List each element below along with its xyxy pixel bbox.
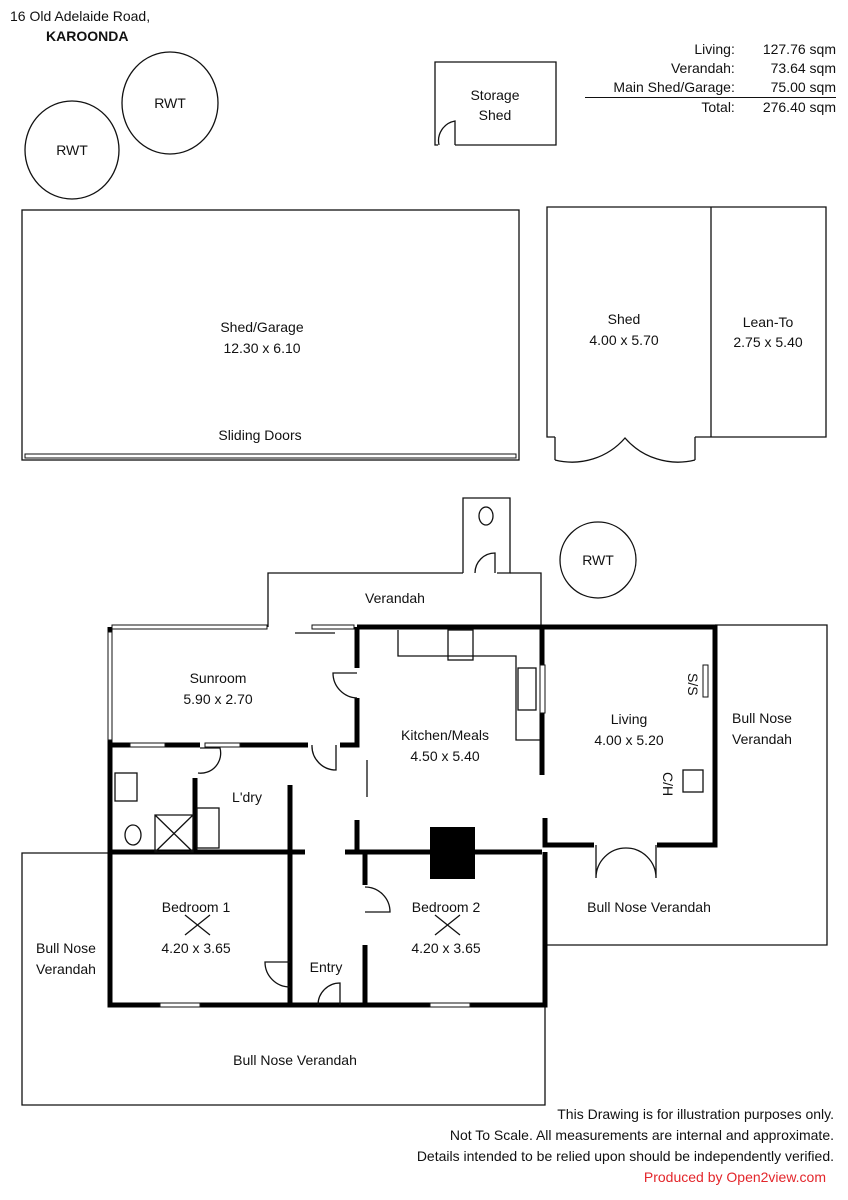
shed-garage-label: Shed/Garage: [220, 319, 303, 335]
rwt-tank-1: [24, 100, 120, 200]
area-label: Main Shed/Garage:: [585, 78, 735, 98]
ceiling-fan-icon: [434, 914, 461, 936]
area-value: 127.76 sqm: [762, 41, 836, 57]
area-label: Living:: [694, 41, 735, 57]
door-arc: [437, 120, 456, 146]
bedroom1-label: Bedroom 1: [162, 899, 231, 915]
french-doors: [595, 845, 657, 879]
shed-doors: [554, 437, 696, 463]
shed-label: Shed: [608, 311, 641, 327]
window: [111, 624, 268, 630]
verandah-label: Verandah: [36, 961, 96, 977]
ss-label: S/S: [685, 673, 701, 696]
window: [539, 664, 546, 714]
heater-icon: [682, 769, 704, 793]
area-value: 75.00 sqm: [734, 78, 836, 98]
sliding-door: [295, 632, 368, 797]
area-label: Verandah:: [670, 60, 735, 76]
rwt-tank-2: [121, 51, 219, 155]
verandah-label: Verandah: [732, 731, 792, 747]
door-arc: [332, 672, 358, 699]
storage-shed-label: Shed: [479, 107, 512, 123]
kitchen-dim: 4.50 x 5.40: [410, 748, 479, 764]
disclaimer-line: Not To Scale. All measurements are inter…: [449, 1127, 834, 1143]
storage-shed: [434, 61, 557, 146]
vanity-icon: [114, 772, 138, 802]
fireplace: [430, 827, 475, 879]
entry-label: Entry: [310, 959, 343, 975]
window: [159, 1002, 201, 1008]
sliding-doors-label: Sliding Doors: [218, 427, 301, 443]
rwt-label: RWT: [582, 552, 614, 568]
rwt-label: RWT: [56, 142, 88, 158]
outhouse: [462, 497, 511, 574]
door-arc: [474, 552, 496, 574]
laundry-tub-icon: [196, 807, 220, 849]
cooktop-icon: [447, 629, 474, 661]
toilet-icon: [124, 824, 142, 846]
bull-nose-verandah-right: [545, 624, 828, 946]
area-value: 276.40 sqm: [762, 99, 836, 115]
entry-door-arc: [317, 982, 341, 1006]
rear-verandah: [267, 572, 542, 627]
leanto-label: Lean-To: [743, 314, 794, 330]
window: [204, 742, 241, 748]
living-dim: 4.00 x 5.20: [594, 732, 663, 748]
shed-dim: 4.00 x 5.70: [589, 332, 658, 348]
sink-icon: [517, 667, 537, 711]
bedroom2-dim: 4.20 x 3.65: [411, 940, 480, 956]
verandah-label: Bull Nose Verandah: [587, 899, 711, 915]
house-walls: [107, 624, 718, 1008]
window: [311, 624, 355, 630]
address-line1: 16 Old Adelaide Road,: [10, 8, 151, 24]
shed-garage-dim: 12.30 x 6.10: [223, 340, 300, 356]
disclaimer: This Drawing is for illustration purpose…: [417, 1104, 834, 1188]
verandah-label: Bull Nose: [36, 940, 96, 956]
disclaimer-line: Details intended to be relied upon shoul…: [416, 1148, 834, 1164]
disclaimer-line: This Drawing is for illustration purpose…: [557, 1106, 834, 1122]
shed-garage: [21, 209, 520, 461]
area-label: Total:: [701, 99, 735, 115]
kitchen-bench: [397, 630, 540, 741]
window: [129, 742, 166, 748]
window: [429, 1002, 471, 1008]
toilet-icon: [478, 506, 494, 526]
bedroom1-dim: 4.20 x 3.65: [161, 940, 230, 956]
door-arc: [197, 747, 222, 774]
credit-link[interactable]: Produced by Open2view.com: [643, 1169, 826, 1185]
storage-shed-label: Storage: [470, 87, 519, 103]
verandah-label: Verandah: [365, 590, 425, 606]
verandah-label: Bull Nose: [732, 710, 792, 726]
living-label: Living: [611, 711, 648, 727]
door-arc: [264, 961, 291, 988]
address-suburb: KAROONDA: [46, 28, 129, 44]
shed: [546, 206, 827, 438]
ceiling-fan-icon: [184, 914, 211, 936]
laundry-label: L'dry: [232, 789, 262, 805]
area-value: 73.64 sqm: [770, 60, 836, 76]
area-summary: Living: 127.76 sqm Verandah: 73.64 sqm Mai…: [585, 40, 836, 117]
leanto-dim: 2.75 x 5.40: [733, 334, 802, 350]
window: [702, 664, 709, 698]
sunroom-dim: 5.90 x 2.70: [183, 691, 252, 707]
sliding-doors: [24, 453, 517, 459]
door-arc: [311, 744, 337, 771]
sunroom-label: Sunroom: [190, 670, 247, 686]
window: [107, 631, 113, 741]
ch-label: C/H: [660, 772, 676, 796]
verandah-label: Bull Nose Verandah: [233, 1052, 357, 1068]
bedroom2-label: Bedroom 2: [412, 899, 481, 915]
shower-icon: [154, 814, 194, 853]
bull-nose-verandah-left: [21, 852, 546, 1106]
rwt-label: RWT: [154, 95, 186, 111]
kitchen-label: Kitchen/Meals: [401, 727, 489, 743]
door-arc: [364, 886, 391, 913]
rwt-tank-3: [559, 521, 637, 599]
